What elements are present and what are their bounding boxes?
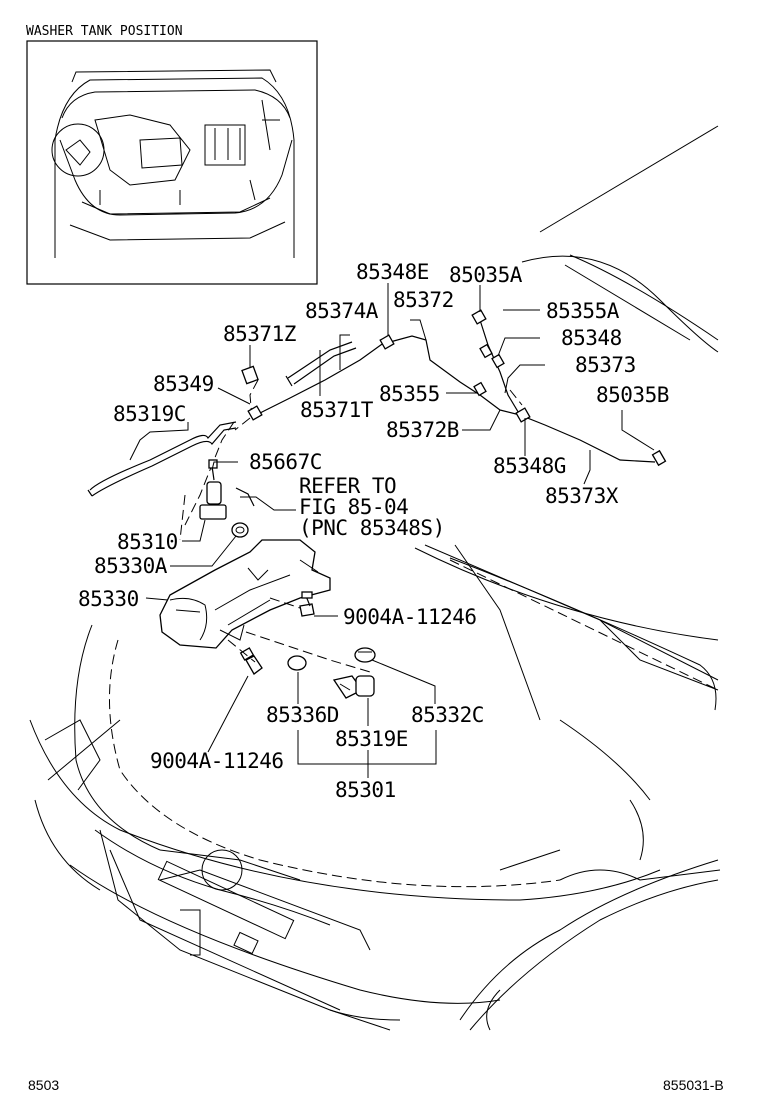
label-85373X: 85373X (545, 484, 619, 508)
joint-85348 (491, 353, 505, 369)
refer-line-1: REFER TO (299, 474, 396, 498)
hose-assembly (87, 309, 667, 699)
sensor-85332C (354, 647, 376, 663)
label-85371T: 85371T (300, 398, 374, 422)
label-85372: 85372 (393, 288, 454, 312)
label-85374A: 85374A (305, 299, 379, 323)
bolt-9004A-bottom (239, 647, 263, 675)
label-9004A-top: 9004A-11246 (343, 605, 477, 629)
joint-85355A (479, 343, 493, 359)
inset-frame (26, 40, 318, 285)
inset-car-illustration (51, 69, 295, 258)
label-9004A-bottom: 9004A-11246 (150, 749, 284, 773)
label-85301: 85301 (335, 778, 396, 802)
joint-85348G (515, 407, 531, 423)
label-85371Z: 85371Z (223, 322, 296, 346)
joint-85348E (379, 334, 395, 350)
label-85035B: 85035B (596, 383, 669, 407)
label-85348: 85348 (561, 326, 622, 350)
label-85348E: 85348E (356, 260, 429, 284)
leader-lines (129, 283, 655, 778)
label-85349: 85349 (153, 372, 214, 396)
clip-85035B (651, 449, 667, 467)
label-85330A: 85330A (94, 554, 168, 578)
label-85319C: 85319C (113, 402, 186, 426)
pump-85310 (199, 459, 255, 520)
label-85355: 85355 (379, 382, 440, 406)
grommet-85336D (287, 655, 307, 671)
sensor-85319E (332, 675, 375, 699)
label-85355A: 85355A (546, 299, 620, 323)
part-labels: 85348E 85035A 85374A 85372 85371Z 85355A… (78, 260, 669, 802)
hose-85374A (287, 341, 353, 379)
clip-85371Z (241, 365, 259, 385)
label-85310: 85310 (117, 530, 178, 554)
refer-line-3: (PNC 85348S) (299, 516, 445, 540)
label-85035A: 85035A (449, 263, 523, 287)
car-body-outline (29, 125, 721, 1031)
footer-left: 8503 (28, 1077, 59, 1093)
footer-right: 855031-B (663, 1077, 724, 1093)
grommet-85330A (231, 522, 249, 538)
joint-85349 (247, 405, 263, 421)
label-85319E: 85319E (335, 727, 408, 751)
inset-title: WASHER TANK POSITION (26, 24, 183, 39)
label-85332C: 85332C (411, 703, 484, 727)
label-85373: 85373 (575, 353, 636, 377)
inset-panel: WASHER TANK POSITION (26, 24, 318, 285)
hose-85319C (89, 421, 237, 491)
joint-85355 (473, 381, 487, 397)
label-85348G: 85348G (493, 454, 566, 478)
label-85372B: 85372B (386, 418, 459, 442)
washer-tank-85330 (159, 539, 331, 649)
refer-line-2: FIG 85-04 (299, 495, 408, 519)
clip-85035A (471, 309, 487, 325)
bolt-9004A-top (299, 591, 315, 617)
label-85330: 85330 (78, 587, 139, 611)
label-85667C: 85667C (249, 450, 322, 474)
label-85336D: 85336D (266, 703, 339, 727)
